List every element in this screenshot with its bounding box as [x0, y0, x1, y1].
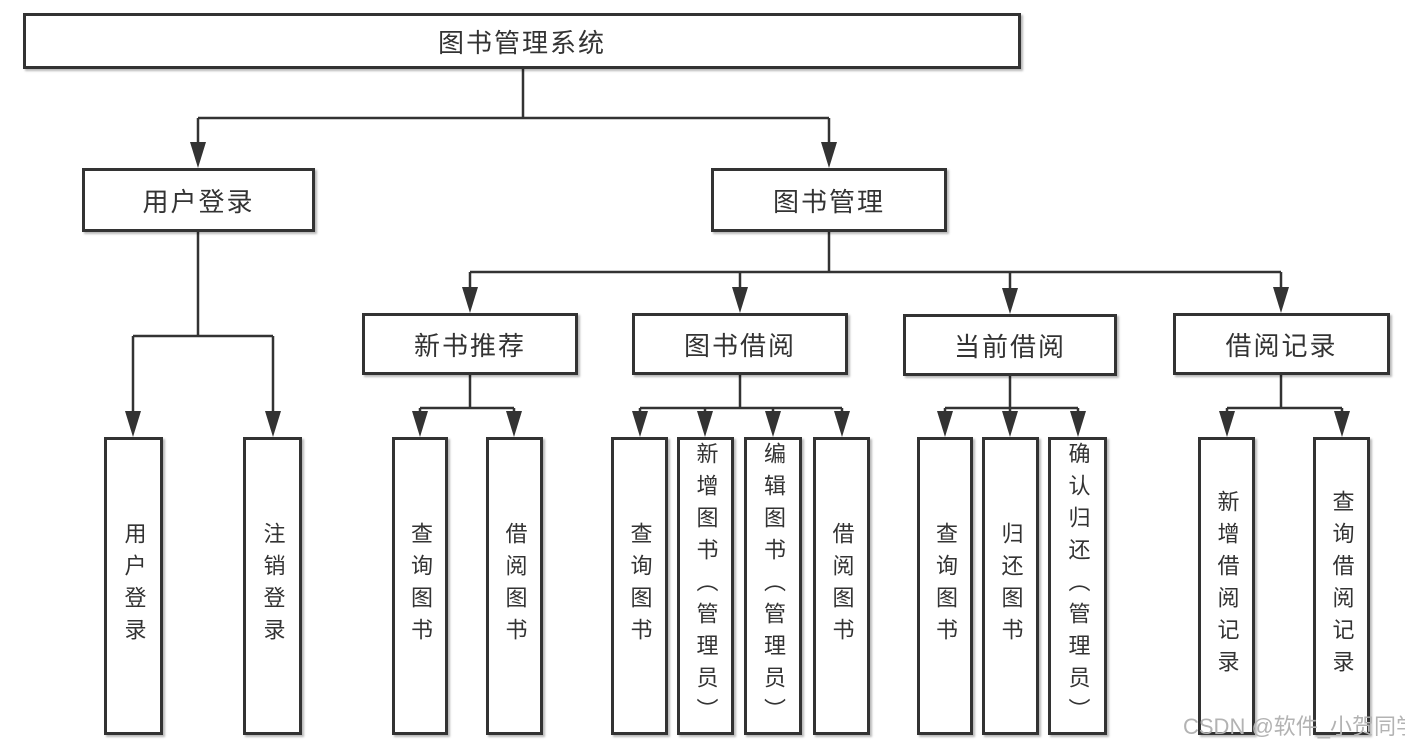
node-label: 查询图书 — [408, 522, 433, 650]
leaf-query-books-recommend: 查询图书 — [392, 437, 448, 735]
node-label: 借阅图书 — [829, 522, 855, 650]
node-label: 新增图书（管理员） — [693, 442, 719, 730]
leaf-borrow-books-recommend: 借阅图书 — [486, 437, 543, 735]
node-label: 查询图书 — [933, 522, 958, 650]
arrowhead — [937, 411, 953, 437]
arrowhead — [1219, 411, 1235, 437]
node-label: 借阅记录 — [1225, 330, 1338, 361]
leaf-query-books-borrow: 查询图书 — [611, 437, 668, 735]
node-label: 图书借阅 — [683, 330, 796, 361]
node-label: 图书管理 — [772, 186, 885, 217]
arrowhead — [697, 411, 713, 437]
node-label: 借阅图书 — [502, 522, 528, 650]
arrowhead — [190, 142, 206, 168]
arrowhead — [632, 411, 648, 437]
node-label: 当前借阅 — [953, 331, 1066, 362]
arrowhead — [1002, 288, 1018, 314]
node-book-management: 图书管理 — [711, 168, 947, 232]
leaf-user-login: 用户登录 — [104, 437, 163, 735]
leaf-add-borrow-record: 新增借阅记录 — [1198, 437, 1255, 735]
node-label: 查询借阅记录 — [1329, 490, 1355, 682]
node-label: 新书推荐 — [413, 330, 526, 361]
node-label: 编辑图书（管理员） — [761, 442, 786, 730]
node-label: 确认归还（管理员） — [1065, 442, 1091, 730]
node-borrow-records: 借阅记录 — [1173, 313, 1390, 375]
arrowhead — [506, 411, 522, 437]
leaf-query-books-current: 查询图书 — [917, 437, 973, 735]
node-current-borrow: 当前借阅 — [903, 314, 1117, 376]
leaf-add-book-admin: 新增图书（管理员） — [677, 437, 734, 735]
node-root: 图书管理系统 — [23, 13, 1021, 69]
leaf-borrow-books: 借阅图书 — [813, 437, 870, 735]
arrowhead — [821, 142, 837, 168]
arrowhead — [732, 287, 748, 313]
arrowhead — [1070, 411, 1086, 437]
node-label: 用户登录 — [121, 522, 147, 650]
node-label: 图书管理系统 — [437, 27, 606, 58]
arrowhead — [462, 287, 478, 313]
leaf-return-books: 归还图书 — [982, 437, 1039, 735]
node-label: 新增借阅记录 — [1214, 490, 1240, 682]
leaf-edit-book-admin: 编辑图书（管理员） — [744, 437, 802, 735]
csdn-watermark: CSDN @软件_小贺同学 — [1183, 714, 1405, 739]
arrowhead — [412, 411, 428, 437]
arrowhead — [834, 411, 850, 437]
node-user-login: 用户登录 — [82, 168, 315, 232]
arrowhead — [125, 411, 141, 437]
node-label: 查询图书 — [627, 522, 653, 650]
arrowhead — [1334, 411, 1350, 437]
leaf-query-borrow-record: 查询借阅记录 — [1313, 437, 1370, 735]
leaf-confirm-return-admin: 确认归还（管理员） — [1048, 437, 1107, 735]
arrowhead — [1002, 411, 1018, 437]
arrowhead — [765, 411, 781, 437]
arrowhead — [1273, 287, 1289, 313]
node-label: 注销登录 — [260, 522, 286, 650]
arrowhead — [265, 411, 281, 437]
leaf-logout: 注销登录 — [243, 437, 302, 735]
node-label: 用户登录 — [142, 186, 255, 217]
node-book-borrow: 图书借阅 — [632, 313, 848, 375]
node-label: 归还图书 — [998, 522, 1024, 650]
node-new-book-recommend: 新书推荐 — [362, 313, 578, 375]
